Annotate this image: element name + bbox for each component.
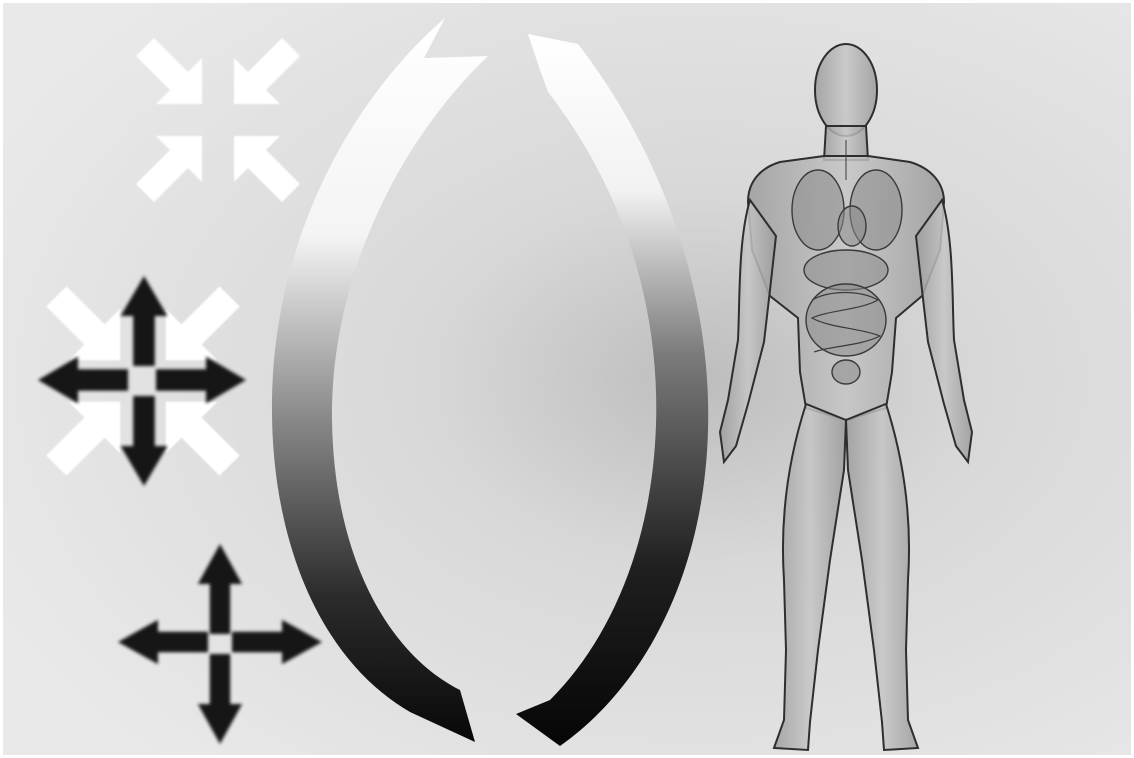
lung-left	[792, 170, 844, 250]
heart	[838, 206, 866, 246]
bladder	[832, 360, 860, 384]
figure-head	[815, 44, 877, 136]
